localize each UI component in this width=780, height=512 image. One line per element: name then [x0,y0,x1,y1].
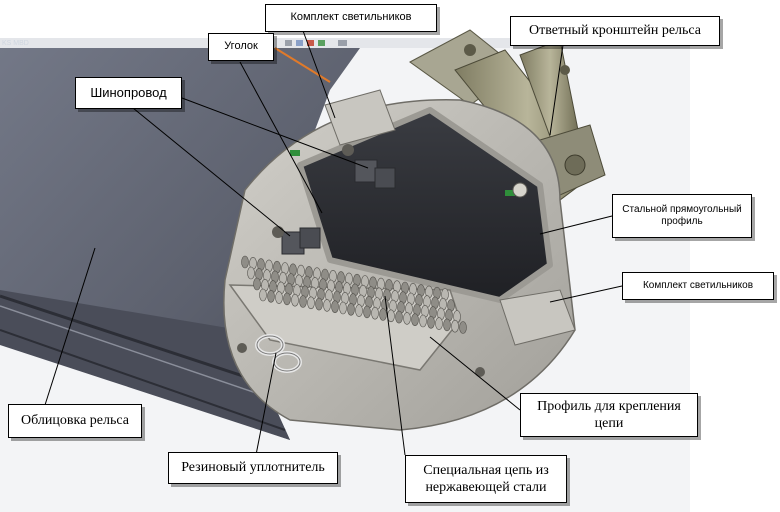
label-angle: Уголок [208,33,274,61]
toolbar-icons [285,40,347,46]
chain-link [419,314,427,328]
label-rail-cladding: Облицовка рельса [8,404,142,438]
chain-link [283,292,291,306]
lamp-set-right-body [499,289,576,346]
label-busbar: Шинопровод [75,77,182,109]
rail-cladding-lower-face [0,290,290,440]
label-lamp-set-right: Комплект светильников [622,272,774,300]
chain-link [435,317,443,330]
rail-cladding-groove [0,294,256,382]
chain-link [315,297,323,311]
chain-link [371,306,379,320]
chain-link [451,319,459,333]
stainless-chain [241,255,467,334]
chain-link [395,310,403,324]
chain-link [307,296,315,310]
chain-link [259,288,267,302]
busbar-blocks [281,159,396,255]
label-counter-bracket: Ответный кронштейн рельса [510,16,720,46]
rail-cladding-edge [0,305,263,396]
chain-link [241,255,249,269]
chain-link [275,291,283,304]
shell-bolts [237,144,528,377]
chain-link [403,312,411,325]
chain-link [339,301,347,315]
chain-link [387,309,395,323]
chain-link [411,313,419,327]
app-tag: KS MBD [2,40,29,47]
chain-link [323,299,331,312]
label-lamp-set-top: Комплект светильников [265,4,437,32]
chain-link [363,305,371,319]
chain-link [331,300,339,314]
chain-link [253,277,261,291]
steel-rectangular-profile [297,107,553,303]
chain-link [267,289,275,303]
orange-edge-stripe [274,47,331,83]
lamp-set-top-body [324,89,396,146]
green-connector [505,190,515,196]
chain-link [355,304,363,317]
chain-link [443,318,451,332]
chain-link [247,266,255,280]
chain-link [459,321,467,334]
green-connector [290,150,300,156]
chain-link [347,302,355,316]
chain-link [379,308,387,321]
chain-link [427,315,435,329]
chain-link [291,293,299,307]
chain-link [299,295,307,308]
label-steel-profile: Стальной прямоугольный профиль [612,194,752,238]
rail-cladding-bottom-edge [0,329,286,431]
counter-bracket-assembly [409,29,606,201]
label-special-chain: Специальная цепь из нержавеющей стали [405,455,567,503]
leader-lines [44,27,623,461]
label-chain-profile: Профиль для крепления цепи [520,393,698,437]
label-rubber-seal: Резиновый уплотнитель [168,452,338,484]
